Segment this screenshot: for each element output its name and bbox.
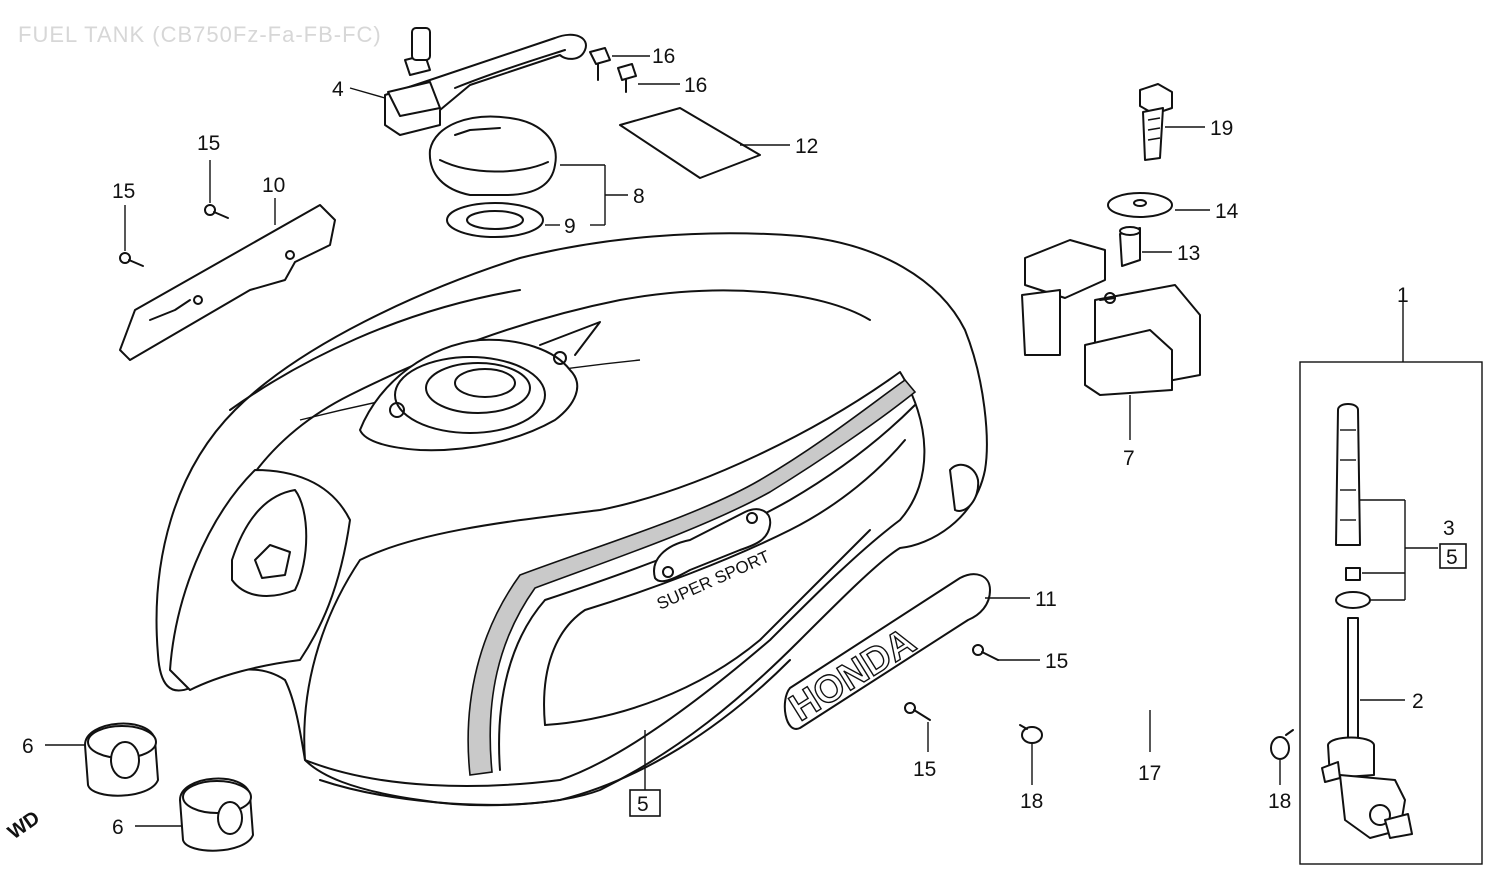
part-19-bolt: 19 [1139, 83, 1233, 161]
part-13-collar: 13 [1119, 226, 1200, 267]
callout-5-tank: 5 [637, 793, 649, 816]
callout-3: 3 [1443, 517, 1455, 540]
part-1-fuel-cock-assembly: 1 3 5 [1299, 284, 1483, 865]
callout-15-right: 15 [1045, 650, 1068, 673]
part-17-fuel-hose: 17 [1040, 688, 1260, 785]
part-12-label: 12 [619, 107, 818, 179]
part-14-washer: 14 [1107, 192, 1239, 223]
callout-4: 4 [332, 78, 344, 101]
part-18-hose-clips: 18 18 [1019, 724, 1294, 813]
part-7-rubber-mount: 7 [1021, 239, 1201, 470]
callout-14: 14 [1215, 200, 1239, 223]
callout-13: 13 [1177, 242, 1200, 265]
callout-11: 11 [1035, 588, 1057, 611]
part-8-fuel-cap: 8 [428, 115, 645, 225]
part-4-fuel-cap-latch: 4 [332, 27, 587, 136]
fuel-tank: SUPER SPORT 5 [155, 232, 988, 817]
part-15-screws-left: 15 15 [112, 132, 229, 267]
callout-6-upper: 6 [22, 735, 34, 758]
callout-box-5-tank [629, 789, 661, 817]
part-15-screws-center: 15 15 [904, 644, 1068, 781]
part-9-cap-gasket: 9 [446, 202, 605, 238]
callout-16-lower: 16 [684, 74, 707, 97]
callout-10: 10 [262, 174, 285, 197]
callout-17: 17 [1138, 762, 1161, 785]
callout-9: 9 [564, 215, 576, 238]
part-3-strainer: 3 5 [1335, 403, 1467, 609]
callout-box-5-strainer [1439, 543, 1467, 569]
callout-19: 19 [1210, 117, 1233, 140]
part-16-screws: 16 16 [589, 45, 707, 97]
callout-15-upper-left: 15 [197, 132, 220, 155]
part-10-plate: 10 [119, 174, 336, 361]
callout-12: 12 [795, 135, 818, 158]
callout-8: 8 [633, 185, 645, 208]
callout-18-right: 18 [1268, 790, 1291, 813]
callout-15-bottom: 15 [913, 758, 936, 781]
filler-neck-seat [359, 321, 601, 452]
callout-18-left: 18 [1020, 790, 1043, 813]
callout-7: 7 [1123, 447, 1135, 470]
diagram-title: FUEL TANK (CB750Fz-Fa-FB-FC) [18, 22, 382, 47]
callout-6-lower: 6 [112, 816, 124, 839]
part-2-fuel-valve: 2 [1321, 617, 1424, 839]
callout-2: 2 [1412, 690, 1424, 713]
callout-15-lower-left: 15 [112, 180, 135, 203]
callout-5-strainer: 5 [1446, 546, 1458, 569]
callout-1: 1 [1397, 284, 1409, 307]
callout-16-upper: 16 [652, 45, 675, 68]
part-6-rubber-cushions: 6 6 [22, 722, 254, 852]
